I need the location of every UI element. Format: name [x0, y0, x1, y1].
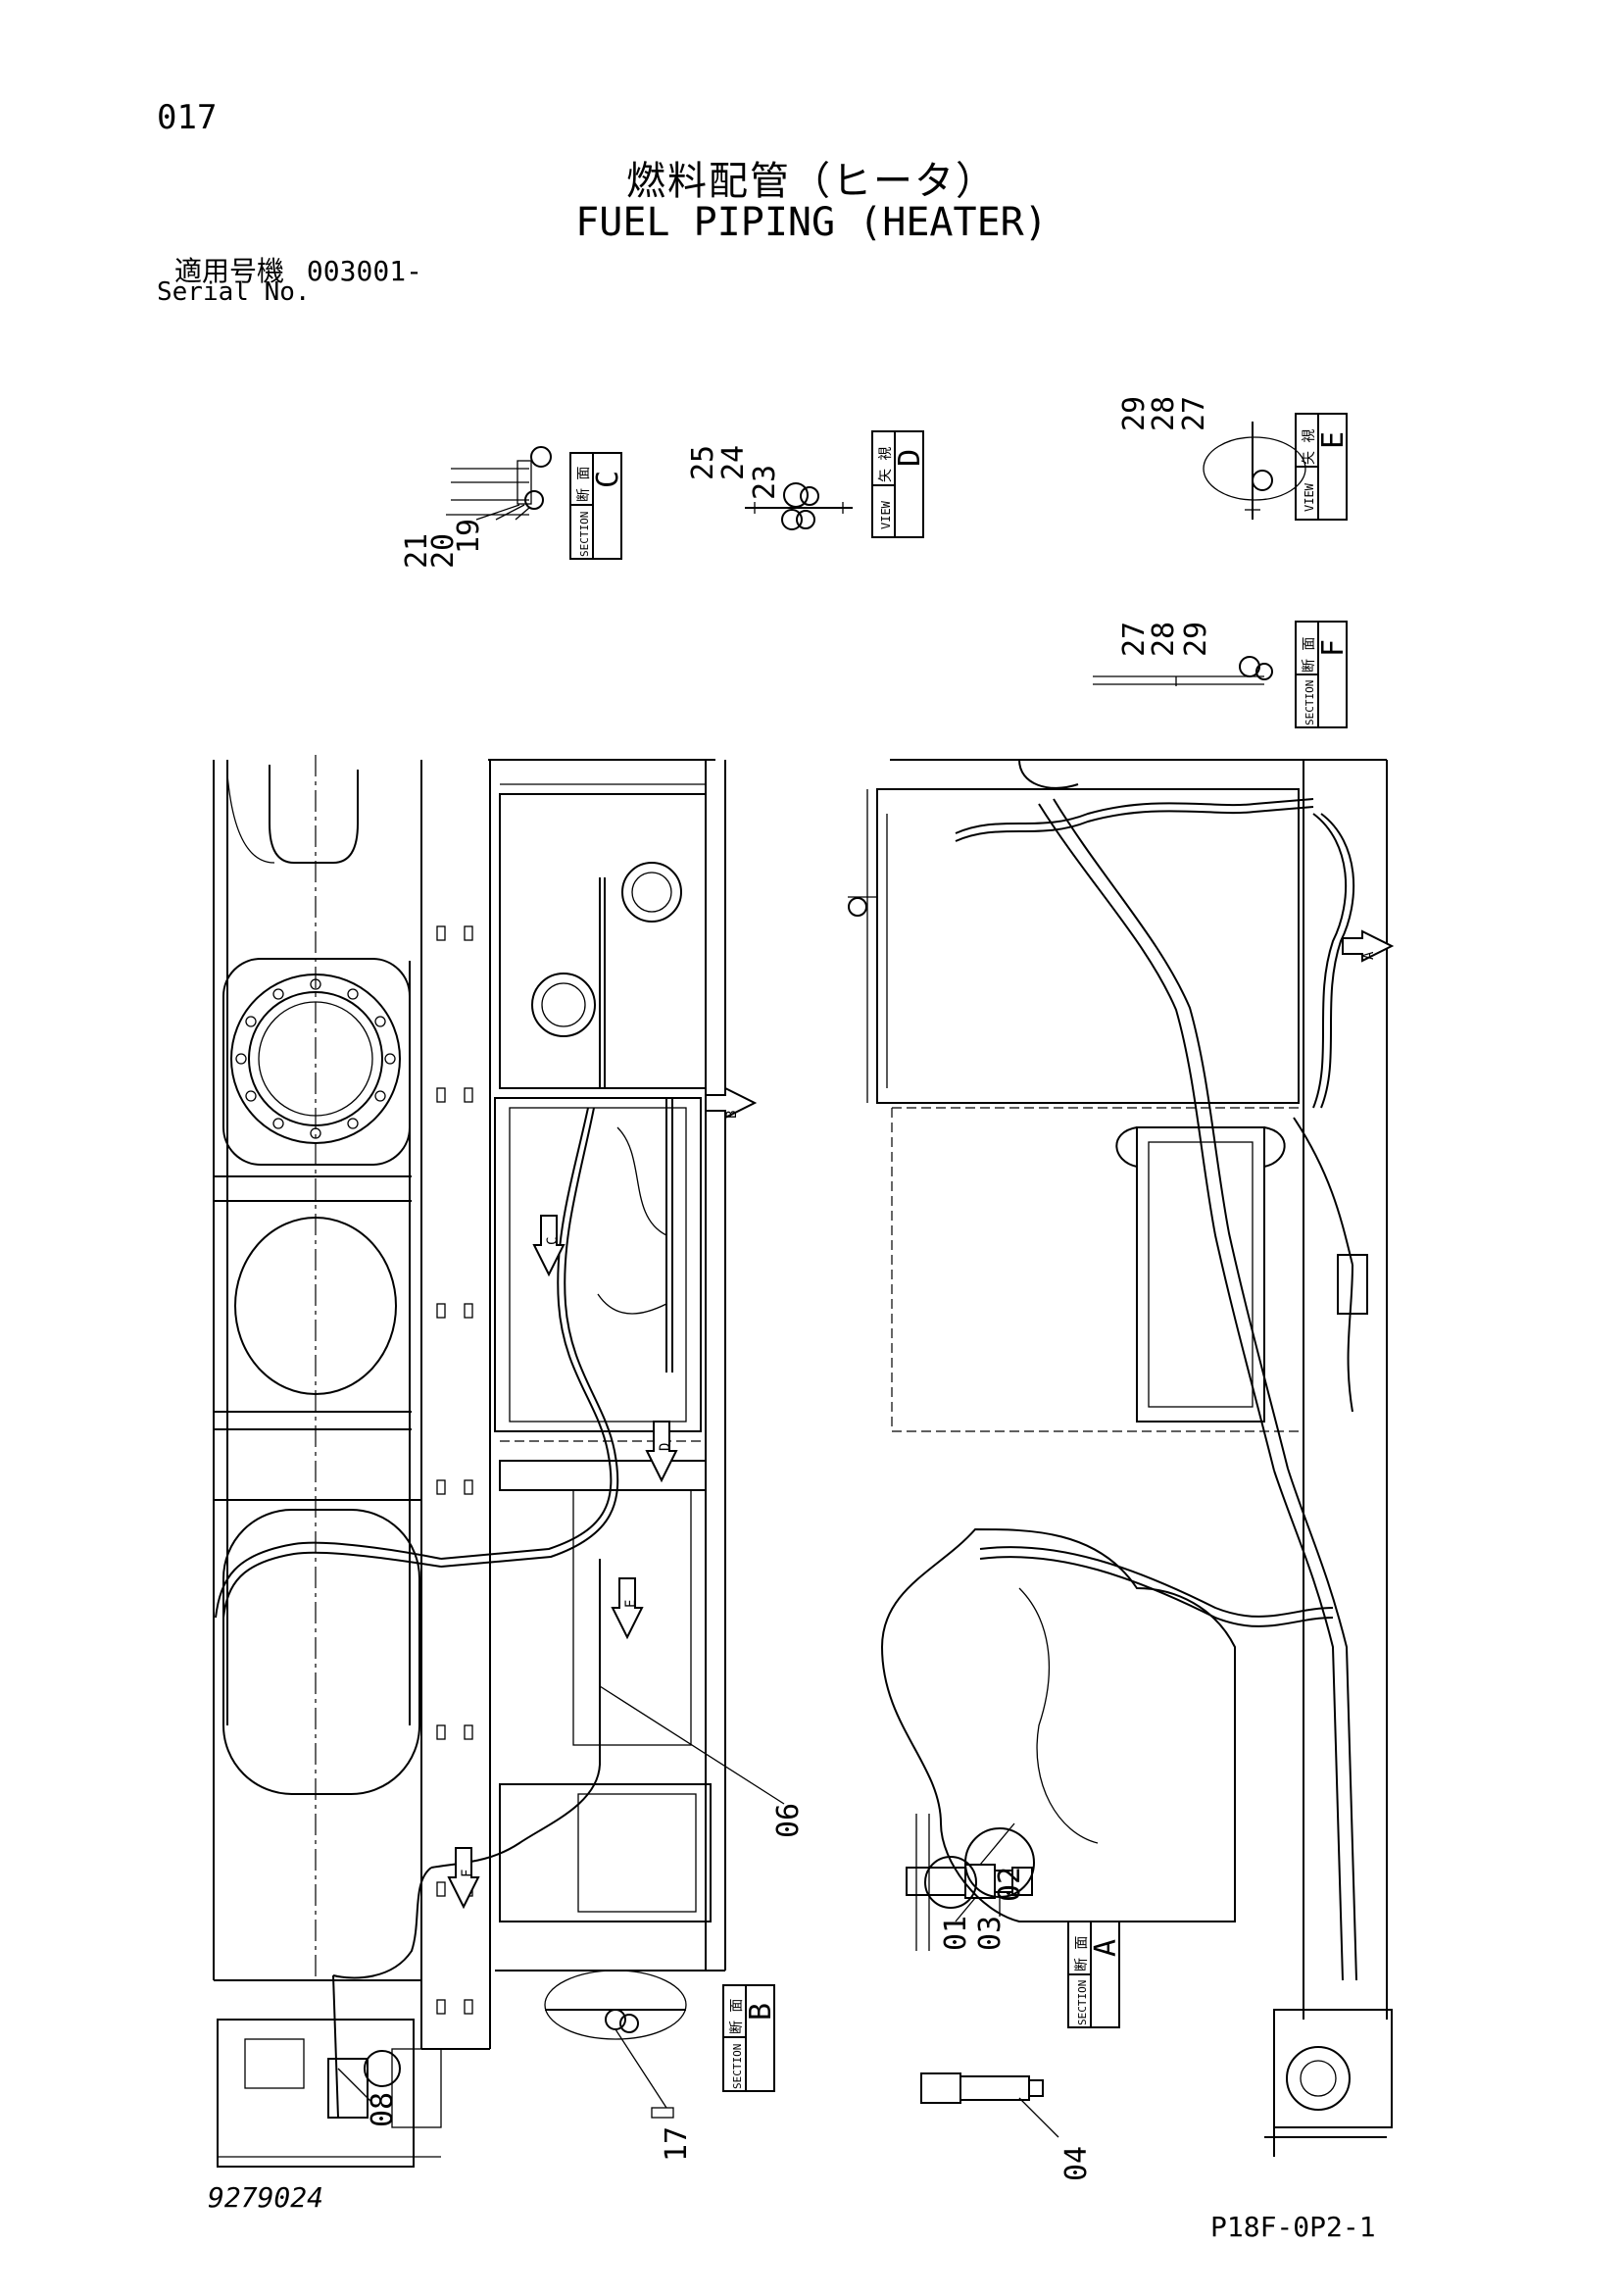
main-view-left: C D E F B [213, 755, 785, 2168]
callout-28b: 28 [1147, 622, 1181, 657]
section-tag-a-jp: 断 面 [1074, 1936, 1090, 1972]
view-tag-e-letter: E [1316, 431, 1351, 449]
callout-27: 27 [1177, 396, 1211, 431]
detail-view-d: 25 24 23 [686, 445, 853, 530]
section-tag-a-letter: A [1089, 1939, 1123, 1957]
callout-29: 29 [1117, 396, 1152, 431]
arrow-marker-d: D [658, 1443, 673, 1451]
arrow-marker-e: E [623, 1600, 639, 1608]
section-tag-a: 断 面 SECTION A [1067, 1921, 1123, 2028]
callout-19: 19 [452, 519, 486, 554]
callout-03: 03 [973, 1916, 1008, 1951]
view-tag-d-en: VIEW [879, 500, 893, 529]
callout-24: 24 [716, 445, 751, 480]
callout-17: 17 [660, 2126, 694, 2162]
callout-01: 01 [939, 1916, 973, 1951]
section-tag-f: 断 面 SECTION F [1295, 621, 1351, 728]
detail-section-a: 02 01 03 04 [906, 1814, 1094, 2181]
detail-section-f: 27 28 29 [1093, 622, 1273, 686]
serial-label-english: Serial No. [157, 277, 311, 307]
arrow-marker-b: B [724, 1111, 740, 1119]
page-title-english: FUEL PIPING (HEATER) [575, 200, 1048, 245]
callout-21: 21 [400, 533, 434, 569]
view-tag-e-jp: 矢 視 [1302, 429, 1317, 465]
arrow-marker-c: C [545, 1237, 561, 1245]
section-tag-b-jp: 断 面 [729, 1999, 745, 2034]
main-view-right: A [848, 759, 1395, 2157]
callout-28: 28 [1147, 396, 1181, 431]
section-tag-c: 断 面 SECTION C [569, 452, 625, 560]
page-title-japanese: 燃料配管（ヒータ） [626, 159, 997, 204]
callout-25: 25 [686, 445, 720, 480]
callout-29b: 29 [1179, 622, 1213, 657]
arrow-marker-a: A [1361, 951, 1377, 960]
detail-section-b: 17 [544, 1970, 694, 2162]
section-tag-b-en: SECTION [731, 2044, 744, 2089]
callout-27b: 27 [1117, 622, 1152, 657]
view-tag-d: 矢 視 VIEW D [871, 430, 927, 538]
view-tag-e-en: VIEW [1303, 482, 1316, 512]
callout-06: 06 [771, 1803, 806, 1838]
section-tag-c-letter: C [591, 471, 625, 488]
view-tag-d-jp: 矢 視 [878, 447, 894, 482]
reference-code: P18F-0P2-1 [1210, 2211, 1376, 2243]
detail-section-c: 21 20 19 [400, 446, 552, 569]
serial-value: 003001- [306, 255, 422, 287]
section-tag-b: 断 面 SECTION B [722, 1984, 778, 2092]
callout-20: 20 [426, 533, 461, 569]
section-tag-c-en: SECTION [578, 512, 591, 557]
section-tag-f-letter: F [1316, 639, 1351, 657]
serial-range: 適用号機 003001- [174, 250, 422, 289]
page-number: 017 [157, 98, 218, 137]
callout-23: 23 [748, 465, 782, 500]
document-number: 9279024 [208, 2181, 324, 2214]
section-tag-b-letter: B [744, 2003, 778, 2021]
section-tag-f-jp: 断 面 [1302, 637, 1317, 673]
callout-04: 04 [1059, 2146, 1094, 2181]
callout-02: 02 [993, 1867, 1027, 1902]
view-tag-d-letter: D [893, 449, 927, 467]
section-tag-f-en: SECTION [1303, 680, 1316, 725]
detail-view-e: 29 28 27 [1117, 396, 1306, 520]
view-tag-e: 矢 視 VIEW E [1295, 413, 1351, 521]
section-tag-c-jp: 断 面 [576, 467, 592, 502]
callout-08: 08 [366, 2092, 400, 2127]
section-tag-a-en: SECTION [1076, 1980, 1089, 2025]
serial-label-japanese: 適用号機 [174, 255, 285, 287]
arrow-marker-f: F [460, 1870, 475, 1877]
